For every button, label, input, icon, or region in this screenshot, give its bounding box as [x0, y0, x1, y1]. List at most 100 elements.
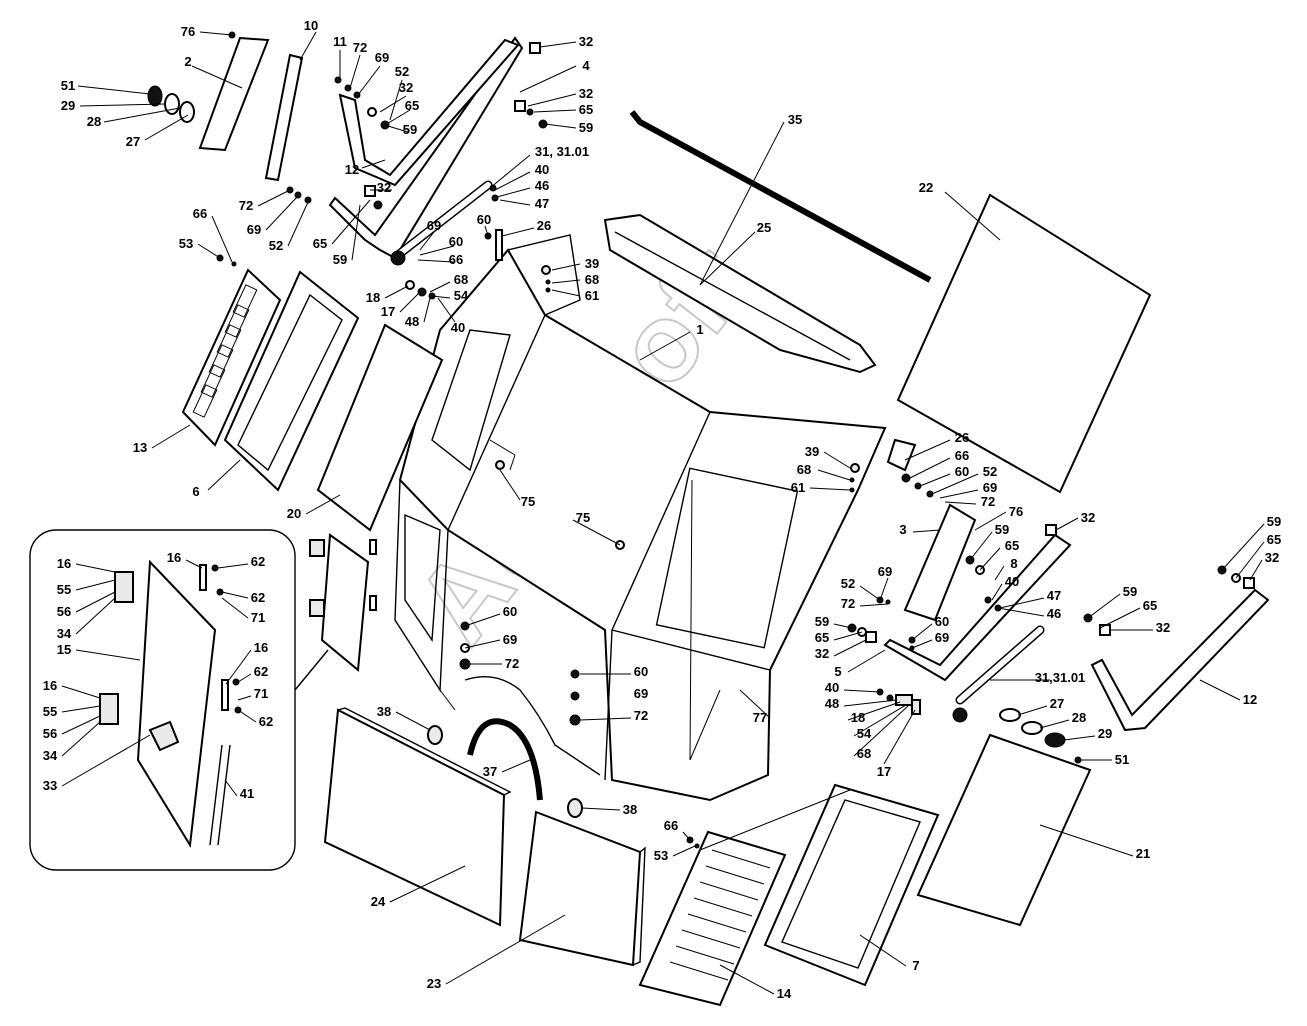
callout-label: 66: [193, 206, 207, 221]
callout-label: 32: [1081, 510, 1095, 525]
vent-grille-part-14: [638, 830, 787, 1007]
callout-label: 18: [851, 710, 865, 725]
callout-label: 72: [505, 656, 519, 671]
washer-part-29-left: [147, 85, 163, 107]
callout-label: 32: [815, 646, 829, 661]
bracket-part-2: [198, 36, 270, 152]
callout-label: 34: [57, 626, 72, 641]
callout-label: 14: [777, 986, 792, 1001]
rear-glass-part-22: [896, 193, 1152, 494]
callout-label: 16: [57, 556, 71, 571]
callout-label: 22: [919, 180, 933, 195]
cab-body-part-1: [394, 234, 887, 802]
callout-label: 21: [1136, 846, 1150, 861]
callout-label: 66: [955, 448, 969, 463]
callout-label: 60: [477, 212, 491, 227]
callout-label: 59: [579, 120, 593, 135]
callout-label: 4: [582, 58, 590, 73]
callout-label: 48: [405, 314, 419, 329]
callout-label: 40: [535, 162, 549, 177]
plate-part-10: [264, 53, 304, 182]
inset-connector: [294, 649, 329, 691]
callout-label: 35: [788, 112, 802, 127]
small-panel: [320, 533, 370, 672]
callout-label: 48: [825, 696, 839, 711]
callout-label: 62: [251, 554, 265, 569]
callout-label: 59: [403, 122, 417, 137]
door-panel-part-23: [518, 810, 646, 967]
callout-label: 39: [805, 444, 819, 459]
callout-label: 7: [912, 958, 919, 973]
callout-label: 69: [878, 564, 892, 579]
callout-label: 68: [857, 746, 871, 761]
callout-label: 61: [791, 480, 805, 495]
arm-upper-part-4: [338, 38, 520, 187]
grommet-part-38: [427, 725, 443, 745]
callout-label: 68: [585, 272, 599, 287]
callout-label: 23: [427, 976, 441, 991]
callout-label: 39: [585, 256, 599, 271]
callout-label: 34: [43, 748, 58, 763]
callout-label: 68: [797, 462, 811, 477]
seal-strip-part-35: [629, 110, 932, 283]
callout-label: 54: [454, 288, 469, 303]
callout-label: 17: [381, 304, 395, 319]
callout-label: 33: [43, 778, 57, 793]
callout-label: 32: [1265, 550, 1279, 565]
bracket-part-3: [903, 503, 977, 622]
callout-label: 53: [654, 848, 668, 863]
callout-label: 40: [1005, 574, 1019, 589]
grommet-part-38-b: [567, 798, 583, 818]
washer-part-29: [1044, 732, 1066, 748]
callout-label: 16: [167, 550, 181, 565]
gas-strut-left-part-31: [390, 180, 493, 266]
callout-label: 56: [43, 726, 57, 741]
callout-label: 62: [254, 664, 268, 679]
callout-label: 69: [375, 50, 389, 65]
leader-lines: [61, 31, 1265, 995]
callout-label: 52: [395, 64, 409, 79]
washer-part-28-left: [164, 93, 180, 115]
arm-right-part-5: [883, 533, 1072, 682]
callout-label: 69: [247, 222, 261, 237]
callout-label: 59: [995, 522, 1009, 537]
callout-label: 12: [1243, 692, 1257, 707]
callout-label: 68: [454, 272, 468, 287]
callout-label: 26: [955, 430, 969, 445]
callout-label: 2: [184, 54, 191, 69]
callout-label: 65: [1005, 538, 1019, 553]
callout-label: 69: [983, 480, 997, 495]
callout-label: 12: [345, 162, 359, 177]
callout-label: 59: [333, 252, 347, 267]
lower-panel-part-24: [323, 707, 512, 927]
callout-label: 24: [371, 894, 386, 909]
callout-label: 31,31.01: [1035, 670, 1086, 685]
callout-label: 46: [1047, 606, 1061, 621]
callout-label: 75: [521, 494, 535, 509]
vent-grille-part-13: [181, 268, 282, 447]
washer-part-27: [999, 708, 1021, 722]
vent-frame-part-7: [763, 783, 940, 987]
washer-part-27-left: [179, 101, 195, 123]
callout-label: 40: [451, 320, 465, 335]
vent-frame-part-6: [223, 270, 360, 492]
gas-strut-right-part-31: [952, 625, 1045, 723]
callout-label: 29: [1098, 726, 1112, 741]
callout-label: 16: [254, 640, 268, 655]
callout-label: 69: [935, 630, 949, 645]
callout-label: 54: [857, 726, 872, 741]
callout-label: 32: [1156, 620, 1170, 635]
callout-label: 59: [1267, 514, 1281, 529]
callout-label: 60: [935, 614, 949, 629]
callout-label: 15: [57, 642, 71, 657]
callout-label: 46: [535, 178, 549, 193]
callout-label: 47: [1047, 588, 1061, 603]
callout-label: 55: [43, 704, 57, 719]
hose-part-37: [467, 718, 543, 801]
callout-label: 56: [57, 604, 71, 619]
callout-label: 8: [1010, 556, 1017, 571]
callout-label: 10: [304, 18, 318, 33]
callout-label: 52: [841, 576, 855, 591]
callout-label: 62: [251, 590, 265, 605]
